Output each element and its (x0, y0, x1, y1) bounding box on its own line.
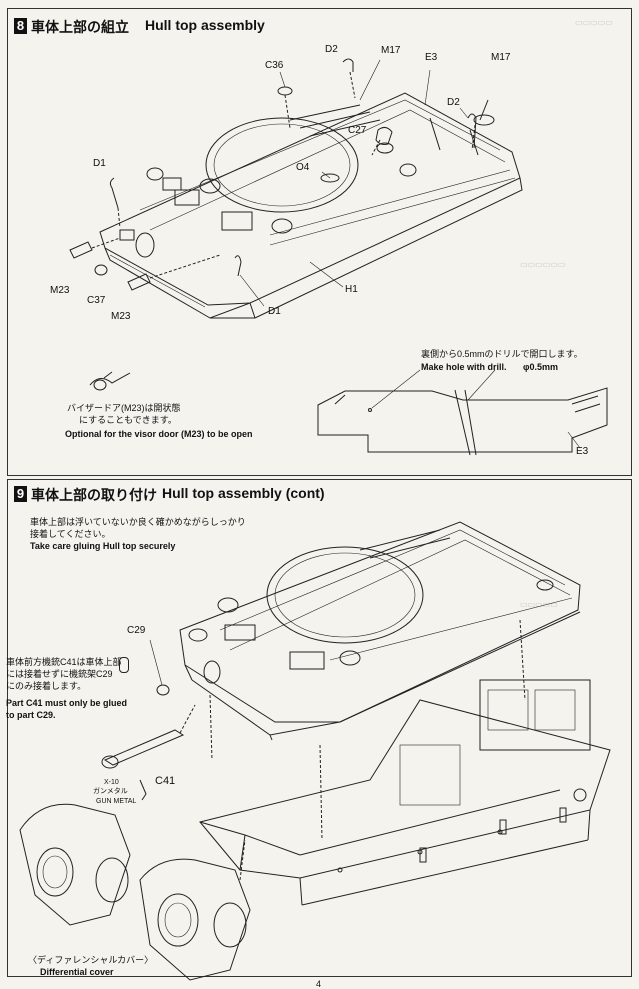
differential-cover-right (139, 858, 251, 981)
part-c27 (375, 126, 393, 145)
step8-number: 8 (14, 18, 27, 34)
step8-title-jp: 車体上部の組立 (31, 19, 129, 35)
drill-size: φ0.5mm (523, 362, 558, 372)
visor-note-en: Optional for the visor door (M23) to be … (65, 429, 253, 439)
label-c27: C27 (348, 125, 367, 136)
bleed-through-mark: ▭▭▭▭▭ (575, 18, 613, 27)
label-o4: O4 (296, 162, 310, 173)
part-d1 (109, 177, 119, 209)
part-c41 (103, 729, 185, 766)
lower-hull-outline (199, 699, 611, 879)
label-c37: C37 (87, 295, 106, 306)
part-c29 (156, 684, 170, 696)
label-d1-right: D1 (268, 306, 281, 317)
label-m23-second: M23 (111, 311, 131, 322)
step9-title-jp: 車体上部の取り付け (31, 487, 157, 503)
x10-en: GUN METAL (96, 798, 137, 805)
visor-note-jp-1: バイザードア(M23)は開状態 (67, 403, 181, 413)
caution-en: Take care gluing Hull top securely (30, 541, 176, 551)
page-number: 4 (316, 979, 322, 989)
upper-hull-outline (179, 521, 581, 723)
label-c36: C36 (265, 60, 284, 71)
x10-label: X-10 (104, 779, 119, 786)
label-d2-right: D2 (447, 97, 460, 108)
step9-number: 9 (14, 486, 27, 502)
c41-note-en-2: to part C29. (6, 710, 56, 720)
x10-jp: ガンメタル (93, 788, 128, 795)
label-e3: E3 (425, 52, 438, 63)
caution-jp-2: 接着してください。 (30, 529, 111, 539)
part-m17 (473, 114, 495, 126)
step9-frame (7, 479, 632, 977)
diff-label-jp: 〈ディファレンシャルカバー〉 (28, 955, 154, 965)
c41-note-jp-2: には接着せずに機銃架C29 (6, 669, 113, 679)
drill-note-en: Make hole with drill. (421, 362, 507, 372)
step9-title-en: Hull top assembly (cont) (162, 485, 325, 501)
hull-top-edge (104, 247, 251, 319)
label-h1: H1 (345, 284, 358, 295)
step8-frame (7, 8, 632, 476)
hull-top-outline (99, 92, 521, 306)
visor-note-jp-2: にすることもできます。 (79, 415, 177, 425)
part-d2 (342, 58, 354, 72)
turret-ring-2 (266, 546, 424, 644)
caution-icon (119, 657, 129, 673)
label-c41: C41 (155, 775, 176, 787)
label-m17-right: M17 (491, 52, 511, 63)
differential-cover-left (19, 803, 131, 926)
label-c29: C29 (127, 625, 146, 636)
step8-title-en: Hull top assembly (145, 17, 265, 33)
caution-jp-1: 車体上部は浮いていないか良く確かめながらしっかり (30, 517, 246, 527)
label-m23: M23 (50, 285, 70, 296)
label-e3-inset: E3 (576, 446, 589, 457)
visor-door-sketch (89, 371, 131, 386)
part-c37 (94, 264, 108, 276)
label-m17: M17 (381, 45, 401, 56)
e3-plate (317, 387, 608, 453)
c41-note-jp-3: にのみ接着します。 (6, 681, 87, 691)
label-d2: D2 (325, 44, 338, 55)
turret-ring (205, 117, 359, 213)
part-o4 (320, 173, 340, 183)
label-d1: D1 (93, 158, 106, 169)
bleed-through-mark: ▭▭▭▭▭▭ (520, 260, 566, 269)
c41-note-en-1: Part C41 must only be glued (6, 698, 128, 708)
diff-label-en: Differential cover (40, 967, 114, 977)
part-m23 (69, 241, 93, 259)
bleed-through-mark: ▭▭▭▭▭ (520, 600, 558, 609)
c41-note-jp-1: 車体前方機銃C41は車体上部 (6, 657, 122, 667)
drill-note-jp: 裏側から0.5mmのドリルで開口します。 (421, 349, 583, 359)
